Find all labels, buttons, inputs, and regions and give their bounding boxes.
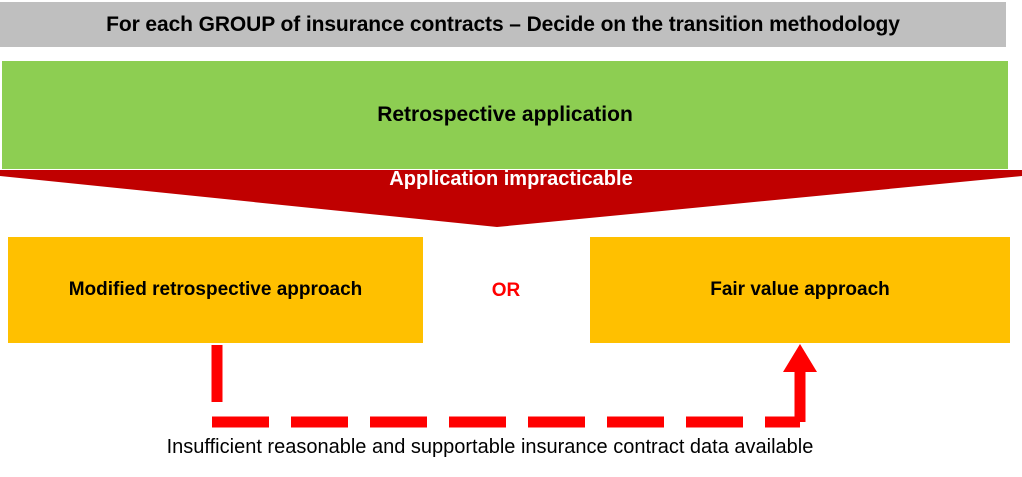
retrospective-application-label: Retrospective application [377,103,633,126]
option-box-modified-retrospective[interactable]: Modified retrospective approach [8,237,423,343]
retrospective-application-band: Retrospective application [2,61,1008,169]
application-impracticable-chevron [0,165,1022,231]
or-connector-label: OR [491,280,521,301]
dashed-arrow-icon [211,344,817,428]
option-label-modified-retrospective: Modified retrospective approach [68,279,363,300]
header-band: For each GROUP of insurance contracts – … [0,2,1006,47]
feedback-dashed-path [0,340,1022,435]
page-title: For each GROUP of insurance contracts – … [106,12,900,36]
chevron-shape-icon [0,170,1022,227]
option-label-fair-value: Fair value approach [710,279,890,300]
feedback-caption: Insufficient reasonable and supportable … [166,436,814,458]
option-box-fair-value[interactable]: Fair value approach [590,237,1010,343]
